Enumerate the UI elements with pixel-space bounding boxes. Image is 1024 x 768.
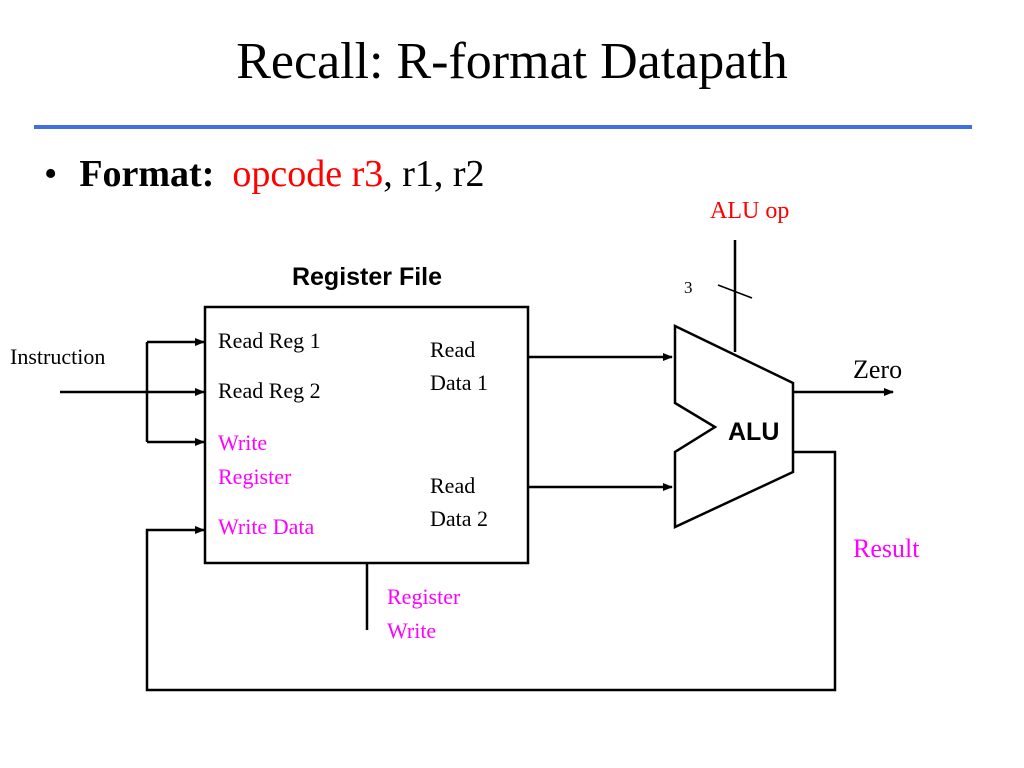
format-bullet: • Format: opcode r3, r1, r2: [44, 152, 485, 196]
format-dest-reg: r3: [351, 153, 384, 195]
register-file-title: Register File: [292, 263, 442, 291]
read-data-2-label-2: Data 2: [430, 506, 488, 531]
alu-label: ALU: [728, 418, 779, 446]
read-data-1-label-2: Data 1: [430, 370, 488, 395]
slide-title: Recall: R-format Datapath: [236, 33, 788, 90]
bullet-marker: •: [44, 153, 58, 195]
result-feedback-wire: [145, 450, 837, 692]
instruction-label: Instruction: [10, 344, 105, 369]
alu-op-width-slash: [717, 284, 753, 299]
zero-label: Zero: [853, 355, 902, 384]
result-label: Result: [853, 534, 920, 563]
register-write-label-1: Register: [387, 584, 461, 609]
register-write-label-2: Write: [387, 618, 436, 643]
read-reg-2-label: Read Reg 2: [218, 378, 321, 403]
write-data-label: Write Data: [218, 514, 314, 539]
title-divider: [34, 125, 972, 129]
write-register-label-1: Write: [218, 430, 267, 455]
write-register-label-2: Register: [218, 464, 292, 489]
alu-op-width: 3: [684, 278, 693, 297]
read-reg-1-label: Read Reg 1: [218, 328, 321, 353]
format-label: Format:: [79, 153, 215, 195]
alu-op-label: ALU op: [710, 198, 789, 224]
read-data-2-label-1: Read: [430, 473, 475, 498]
format-opcode: opcode: [232, 153, 343, 195]
alu-shape: [673, 324, 795, 529]
format-source-regs: , r1, r2: [383, 153, 485, 195]
read-data-1-label-1: Read: [430, 337, 475, 362]
